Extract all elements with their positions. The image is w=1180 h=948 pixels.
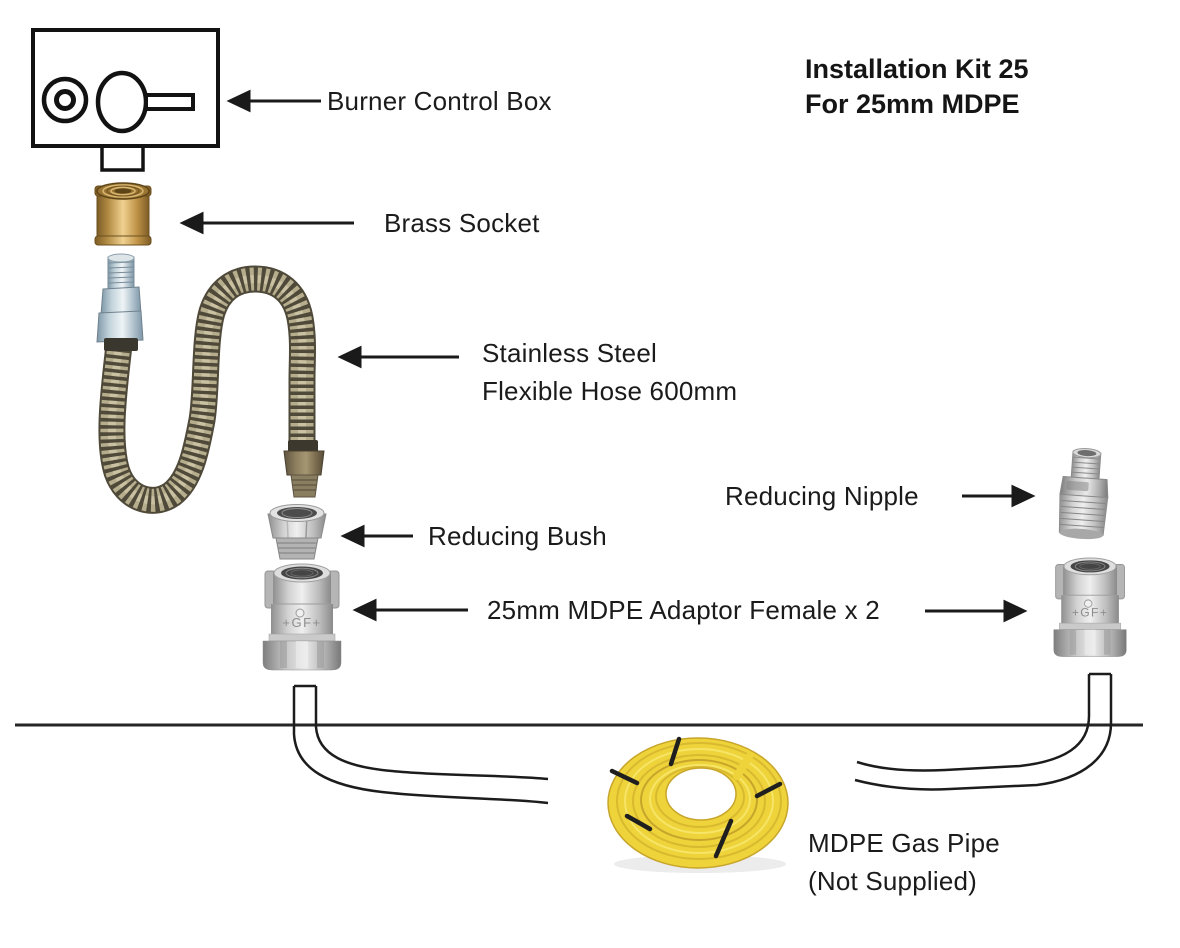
diagram-title-line2: For 25mm MDPE xyxy=(805,89,1020,119)
adaptor-brand-marking: +GF+ xyxy=(1072,606,1108,620)
buried-pipe-right xyxy=(854,672,1113,791)
adaptor-label-arrow-right xyxy=(925,599,1028,623)
reducing-nipple-drawing xyxy=(1058,448,1109,540)
adaptor-label-arrow-left xyxy=(352,598,468,622)
brass-socket-label: Brass Socket xyxy=(384,208,540,238)
mdpe-adaptor-left: +GF+ xyxy=(262,563,342,671)
mdpe-adaptor-right: +GF+ xyxy=(1053,557,1127,658)
reducing-bush-label: Reducing Bush xyxy=(428,521,607,551)
mdpe-adaptor-label: 25mm MDPE Adaptor Female x 2 xyxy=(487,595,880,625)
mdpe-gas-pipe-label-line1: MDPE Gas Pipe xyxy=(808,828,1000,858)
coil-pipe-end xyxy=(733,753,753,780)
burner-valve-handle-icon xyxy=(144,93,195,111)
coil-cable-ties xyxy=(609,736,783,859)
hose-end-fitting xyxy=(283,440,325,498)
flexible-hose-label: Stainless Steel Flexible Hose 600mm xyxy=(482,334,737,410)
burner-control-box-drawing xyxy=(31,28,220,172)
burner-control-box-label: Burner Control Box xyxy=(327,86,552,116)
hose-label-arrow xyxy=(337,345,459,369)
burner-valve-knob-icon xyxy=(95,70,149,134)
reducing-nipple-label-arrow xyxy=(962,484,1036,508)
hose-top-fitting xyxy=(96,253,144,351)
diagram-title: Installation Kit 25 For 25mm MDPE xyxy=(805,52,1029,122)
mdpe-pipe-coil-drawing xyxy=(607,736,789,873)
flexible-hose-drawing xyxy=(96,253,325,514)
reducing-bush-drawing xyxy=(267,504,327,560)
diagram-title-line1: Installation Kit 25 xyxy=(805,54,1029,84)
burner-box-outlet-tab xyxy=(100,144,145,172)
brass-socket-label-arrow xyxy=(179,211,354,235)
flexible-hose-label-line2: Flexible Hose 600mm xyxy=(482,376,738,406)
flexible-hose-label-line1: Stainless Steel xyxy=(482,338,657,368)
buried-pipe-left xyxy=(292,684,549,805)
reducing-bush-label-arrow xyxy=(340,524,413,548)
adaptor-brand-marking: +GF+ xyxy=(282,615,321,630)
brass-socket-drawing xyxy=(94,182,152,246)
burner-label-arrow xyxy=(226,89,321,113)
mdpe-gas-pipe-label: MDPE Gas Pipe (Not Supplied) xyxy=(808,824,1000,900)
reducing-nipple-label: Reducing Nipple xyxy=(725,481,919,511)
mdpe-gas-pipe-label-line2: (Not Supplied) xyxy=(808,866,977,896)
